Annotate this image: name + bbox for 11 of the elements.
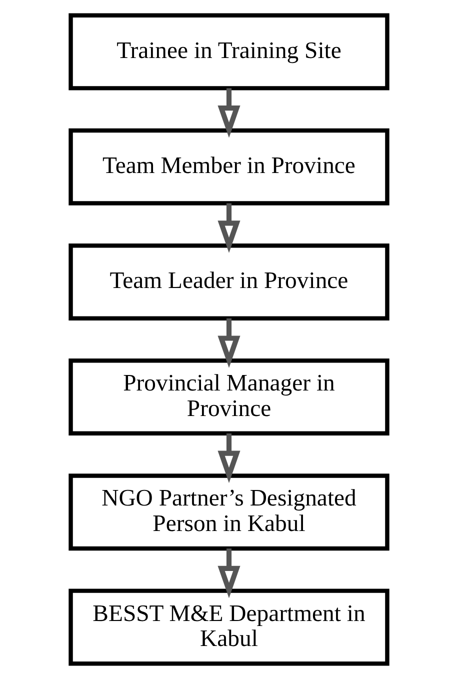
node-box: Team Leader in Province <box>68 243 390 320</box>
arrow <box>218 88 240 138</box>
node-box: Trainee in Training Site <box>68 13 390 90</box>
arrow <box>218 318 240 368</box>
node-box: BESST M&E Department in Kabul <box>68 588 390 666</box>
arrow <box>218 203 240 253</box>
node-box: Team Member in Province <box>68 128 390 206</box>
node-box: NGO Partner’s Designated Person in Kabul <box>68 474 390 551</box>
arrow <box>218 433 240 483</box>
node-box: Provincial Manager in Province <box>68 358 390 436</box>
arrow <box>218 548 240 598</box>
